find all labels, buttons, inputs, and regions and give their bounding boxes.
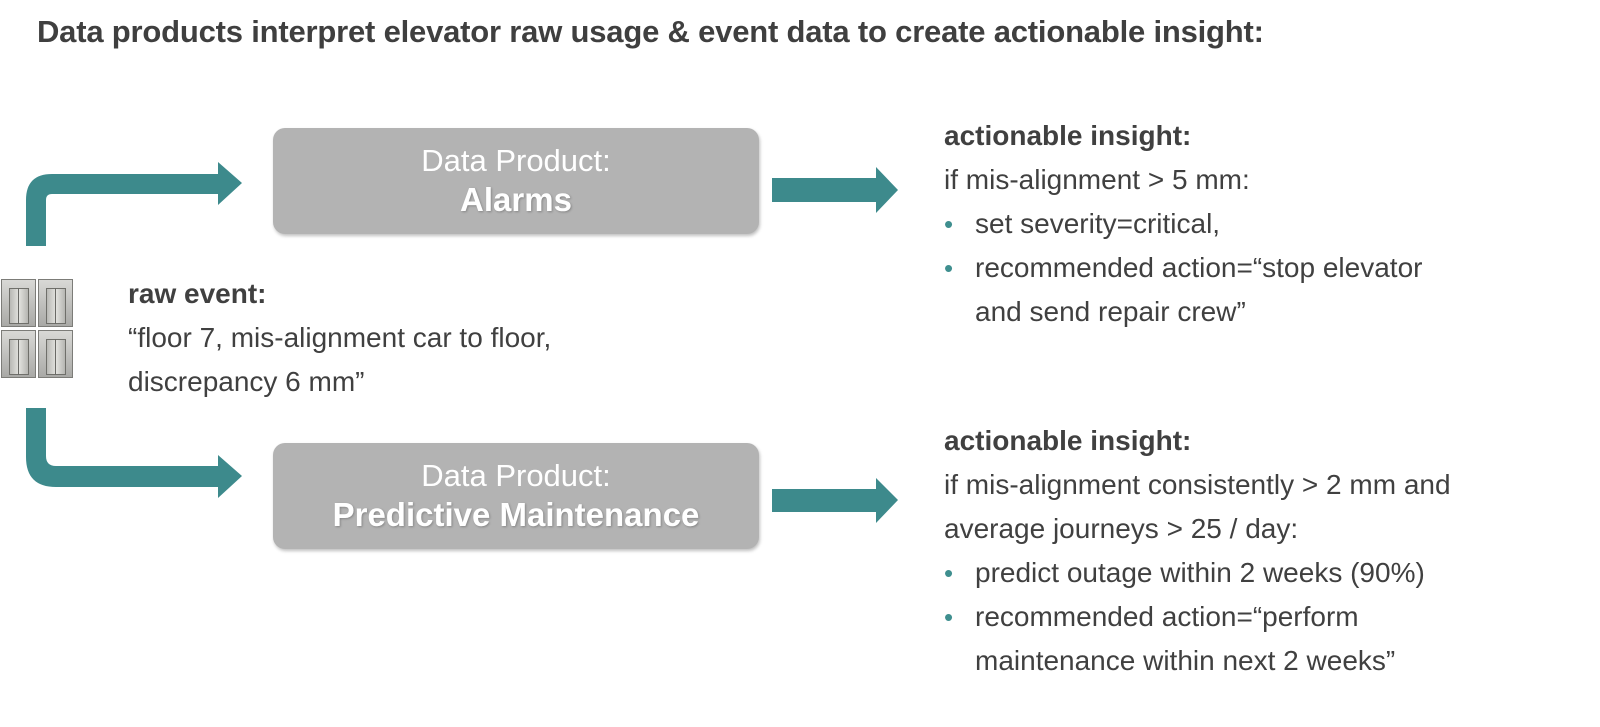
insight-heading: actionable insight:	[944, 425, 1192, 456]
arrow-alarms-insight-icon	[772, 167, 898, 213]
elevator-door-icon	[1, 330, 36, 378]
insight-bullets: • predict outage within 2 weeks (90%) • …	[944, 551, 1451, 683]
bullet-icon: •	[944, 602, 954, 632]
insight-predictive-maintenance: actionable insight: if mis-alignment con…	[944, 419, 1451, 683]
bullet-text: maintenance within next 2 weeks”	[975, 645, 1396, 676]
bullet-text: predict outage within 2 weeks (90%)	[975, 557, 1425, 588]
raw-event-line: “floor 7, mis-alignment car to floor,	[128, 322, 552, 353]
bullet-text: recommended action=“stop elevator	[975, 252, 1423, 283]
data-product-alarms: Data Product: Alarms	[273, 128, 759, 234]
list-item: • predict outage within 2 weeks (90%)	[944, 551, 1451, 595]
elevator-door-icon	[38, 279, 73, 327]
product-name: Predictive Maintenance	[332, 496, 700, 533]
raw-event-line: discrepancy 6 mm”	[128, 366, 365, 397]
product-name: Alarms	[460, 181, 572, 218]
arrow-to-alarms-icon	[26, 162, 242, 246]
raw-event-heading: raw event:	[128, 278, 267, 309]
bullet-text: and send repair crew”	[975, 296, 1246, 327]
elevator-door-icon	[1, 279, 36, 327]
page-title: Data products interpret elevator raw usa…	[37, 14, 1264, 49]
data-product-predictive-maintenance: Data Product: Predictive Maintenance	[273, 443, 759, 549]
list-item: • recommended action=“stop elevator and …	[944, 246, 1422, 334]
arrow-pm-insight-icon	[772, 478, 898, 523]
insight-condition: average journeys > 25 / day:	[944, 513, 1299, 544]
raw-event: raw event: “floor 7, mis-alignment car t…	[128, 272, 551, 404]
elevator-icon	[0, 278, 74, 380]
bullet-icon: •	[944, 558, 954, 588]
insight-condition: if mis-alignment consistently > 2 mm and	[944, 469, 1451, 500]
insight-condition: if mis-alignment > 5 mm:	[944, 164, 1250, 195]
bullet-text: set severity=critical,	[975, 208, 1221, 239]
arrow-to-predictive-icon	[26, 408, 242, 498]
list-item: • set severity=critical,	[944, 202, 1422, 246]
bullet-text: recommended action=“perform	[975, 601, 1359, 632]
insight-bullets: • set severity=critical, • recommended a…	[944, 202, 1422, 334]
bullet-icon: •	[944, 253, 954, 283]
insight-alarms: actionable insight: if mis-alignment > 5…	[944, 114, 1422, 334]
elevator-door-icon	[38, 330, 73, 378]
product-label: Data Product:	[421, 458, 611, 493]
bullet-icon: •	[944, 209, 954, 239]
list-item: • recommended action=“perform maintenanc…	[944, 595, 1451, 683]
insight-heading: actionable insight:	[944, 120, 1192, 151]
product-label: Data Product:	[421, 143, 611, 178]
